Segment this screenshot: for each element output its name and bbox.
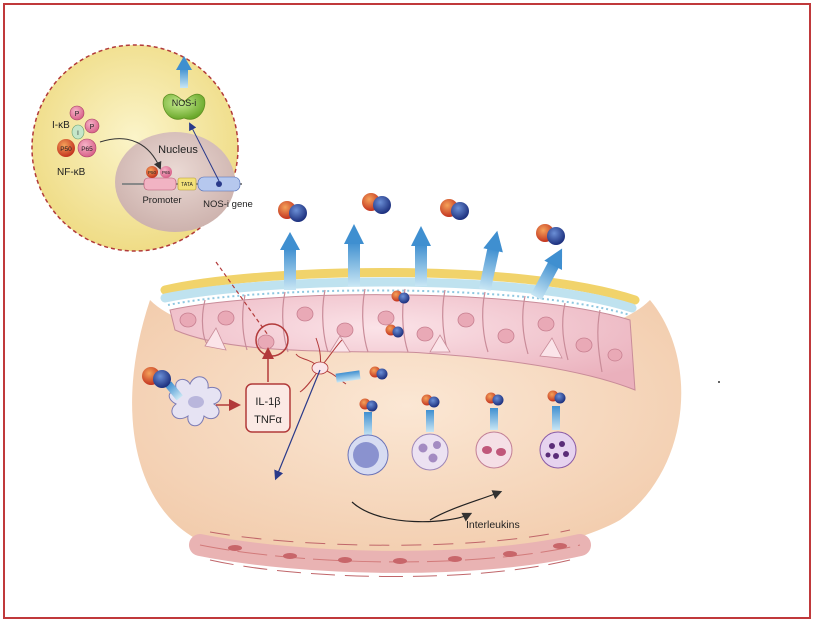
inhibitor-label: I	[77, 131, 79, 137]
transcription-arrow	[189, 122, 220, 182]
p65-label: P65	[81, 146, 93, 153]
p50-label: P50	[60, 146, 72, 153]
nfkb-complex: P P I P50 P65 I-κB NF-κB	[52, 105, 100, 178]
mucus-layer	[160, 268, 640, 305]
promoter-p65-label: P65	[162, 170, 171, 175]
dendritic-migration-arrow	[274, 369, 321, 481]
dendritic-cell-icon	[295, 337, 347, 393]
zoom-connector	[215, 261, 269, 336]
nos-i-protein: NOS-i	[162, 56, 206, 120]
cytokine-box: IL-1β TNFα	[245, 383, 291, 433]
tata-label: TATA	[181, 182, 193, 188]
interleukins-arrow-2	[429, 490, 503, 521]
smooth-muscle-layer	[189, 529, 591, 577]
figure-frame	[3, 3, 811, 619]
nos-i-gene-label: NOS-i gene	[203, 199, 253, 210]
ikb-label: I-κB	[52, 120, 70, 131]
nucleus-zoom-inset: NOS-i P P I P50 P65 I-κB NF-κB Nucleus P…	[31, 44, 253, 252]
nucleus-label: Nucleus	[158, 144, 198, 156]
no-release-arrows	[280, 224, 563, 300]
dendritic-no-arrow	[335, 370, 361, 383]
macrophage-icon	[168, 376, 222, 427]
neutrophil-icon	[411, 394, 449, 471]
nos-i-label: NOS-i	[172, 98, 197, 108]
nfkb-label: NF-κB	[57, 167, 86, 178]
airway-epithelium	[169, 288, 636, 391]
promoter-p50-label: P50	[148, 170, 157, 175]
dna-strand: P50 P65 TATA Promoter NOS-i gene	[122, 166, 253, 210]
eosinophil-icon	[475, 392, 513, 469]
tnfa-label: TNFα	[254, 414, 282, 426]
il1b-label: IL-1β	[255, 396, 280, 408]
promoter-label: Promoter	[142, 195, 181, 206]
interleukins-arrow-1	[351, 501, 473, 523]
lymphocyte-icon	[347, 398, 389, 476]
basophil-icon	[539, 390, 577, 469]
leukocytes	[347, 390, 577, 476]
phospho-label-2: P	[90, 124, 95, 131]
phospho-label-1: P	[75, 111, 80, 118]
cilia	[167, 289, 631, 316]
interleukins-label: Interleukins	[466, 519, 520, 531]
periciliary-layer	[160, 277, 637, 313]
translocation-arrow	[99, 138, 162, 170]
macrophage-no-arrow	[165, 381, 183, 401]
stray-dot	[718, 381, 720, 383]
